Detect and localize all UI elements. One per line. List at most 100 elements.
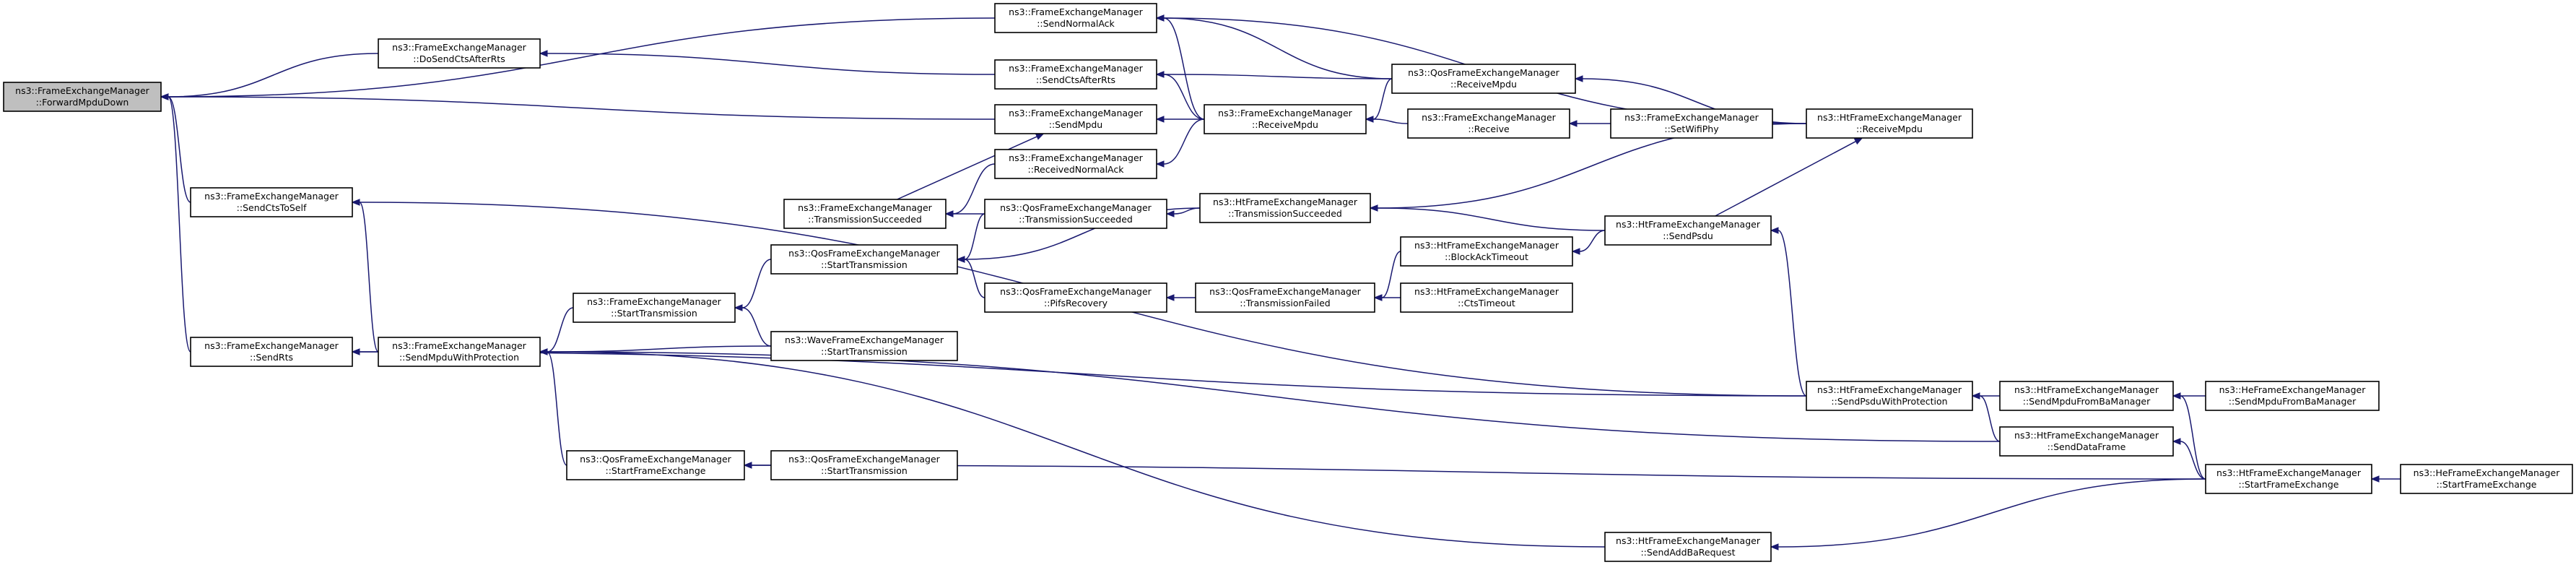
edge-q-recv-mpdu-to-f-recv-mpdu	[1365, 78, 1393, 123]
node-method-label: ::StartTransmission	[821, 465, 908, 476]
node-h-start-fe[interactable]: ns3::HtFrameExchangeManager::StartFrameE…	[2205, 464, 2372, 494]
node-h-recv-mpdu[interactable]: ns3::HtFrameExchangeManager::ReceiveMpdu	[1806, 108, 1973, 139]
arrowhead-icon	[539, 348, 548, 355]
arrowhead-icon	[351, 348, 360, 355]
node-box	[994, 149, 1157, 179]
node-fwd[interactable]: ns3::FrameExchangeManager::ForwardMpduDo…	[3, 82, 162, 112]
node-f-recv-mpdu[interactable]: ns3::FrameExchangeManager::ReceiveMpdu	[1204, 104, 1367, 134]
node-class-label: ns3::FrameExchangeManager	[1422, 112, 1556, 123]
node-method-label: ::StartFrameExchange	[2437, 479, 2537, 490]
node-w-start-tx[interactable]: ns3::WaveFrameExchangeManager::StartTran…	[770, 331, 958, 361]
node-class-label: ns3::FrameExchangeManager	[1009, 152, 1143, 163]
node-method-label: ::TransmissionSucceeded	[1228, 208, 1342, 219]
arrowhead-icon	[2370, 475, 2380, 483]
edge-line	[547, 307, 574, 353]
arrowhead-icon	[1571, 248, 1580, 255]
node-h-send-psdu-with-prot[interactable]: ns3::HtFrameExchangeManager::SendPsduWit…	[1806, 381, 1973, 411]
node-q-start-fe[interactable]: ns3::QosFrameExchangeManager::StartFrame…	[566, 450, 745, 480]
node-q-tx-succ[interactable]: ns3::QosFrameExchangeManager::Transmissi…	[984, 199, 1167, 229]
edge-line	[1715, 141, 1856, 217]
edge-h-send-data-frame-to-send-mpdu-with-prot	[539, 348, 2001, 442]
node-q-pifs[interactable]: ns3::QosFrameExchangeManager::PifsRecove…	[984, 282, 1167, 313]
node-class-label: ns3::HtFrameExchangeManager	[2216, 467, 2362, 478]
edge-send-mpdu-to-fwd	[160, 93, 996, 120]
node-class-label: ns3::HtFrameExchangeManager	[1414, 286, 1559, 297]
edge-q-tx-succ-to-f-tx-succ	[944, 210, 985, 217]
edge-line	[167, 17, 996, 98]
node-box	[1400, 282, 1573, 313]
node-f-tx-succ[interactable]: ns3::FrameExchangeManager::TransmissionS…	[783, 199, 947, 229]
edge-line	[2180, 395, 2206, 480]
arrowhead-icon	[743, 462, 752, 469]
function-nodes: ns3::FrameExchangeManager::ForwardMpduDo…	[3, 3, 2573, 562]
edge-line	[897, 136, 1037, 200]
node-box	[378, 337, 541, 367]
edge-q-pifs-to-q-start-tx	[956, 256, 985, 298]
node-h-tx-succ[interactable]: ns3::HtFrameExchangeManager::Transmissio…	[1199, 193, 1371, 223]
node-method-label: ::SendPsdu	[1663, 230, 1713, 241]
node-method-label: ::SendMpduWithProtection	[399, 352, 519, 363]
node-f-start-tx[interactable]: ns3::FrameExchangeManager::StartTransmis…	[573, 293, 736, 323]
node-he-send-mpdu-from-ba[interactable]: ns3::HeFrameExchangeManager::SendMpduFro…	[2205, 381, 2380, 411]
edge-h-send-add-ba-to-send-mpdu-with-prot	[539, 348, 1606, 548]
arrowhead-icon	[1155, 14, 1165, 22]
edge-line	[964, 213, 985, 260]
node-box	[984, 199, 1167, 229]
node-send-cts-after-rts[interactable]: ns3::FrameExchangeManager::SendCtsAfterR…	[994, 59, 1157, 90]
node-send-mpdu-with-prot[interactable]: ns3::FrameExchangeManager::SendMpduWithP…	[378, 337, 541, 367]
edge-line	[2180, 441, 2206, 480]
node-h-send-mpdu-from-ba[interactable]: ns3::HtFrameExchangeManager::SendMpduFro…	[1999, 381, 2174, 411]
node-q-tx-fail[interactable]: ns3::QosFrameExchangeManager::Transmissi…	[1195, 282, 1375, 313]
node-h-send-psdu[interactable]: ns3::HtFrameExchangeManager::SendPsdu	[1604, 215, 1772, 246]
arrowhead-icon	[1365, 116, 1374, 123]
node-box	[1204, 104, 1367, 134]
node-send-rts[interactable]: ns3::FrameExchangeManager::SendRts	[190, 337, 353, 367]
node-box	[1610, 108, 1773, 139]
node-box	[1195, 282, 1375, 313]
node-f-receive[interactable]: ns3::FrameExchangeManager::Receive	[1407, 108, 1570, 139]
arrowhead-icon	[956, 256, 965, 263]
edge-line	[952, 163, 996, 215]
node-h-send-data-frame[interactable]: ns3::HtFrameExchangeManager::SendDataFra…	[1999, 426, 2174, 457]
node-q-start-tx2[interactable]: ns3::QosFrameExchangeManager::StartTrans…	[770, 450, 958, 480]
node-do-send-cts[interactable]: ns3::FrameExchangeManager::DoSendCtsAfte…	[378, 38, 541, 69]
node-h-cts-timeout[interactable]: ns3::HtFrameExchangeManager::CtsTimeout	[1400, 282, 1573, 313]
node-method-label: ::SendMpduFromBaManager	[2229, 396, 2357, 407]
node-box	[190, 187, 353, 217]
node-send-normal-ack[interactable]: ns3::FrameExchangeManager::SendNormalAck	[994, 3, 1157, 33]
node-box	[2400, 464, 2573, 494]
node-method-label: ::SendMpdu	[1049, 119, 1102, 130]
node-method-label: ::SendCtsToSelf	[237, 202, 307, 213]
edge-line	[1163, 17, 1205, 120]
node-set-wifi-phy[interactable]: ns3::FrameExchangeManager::SetWifiPhy	[1610, 108, 1773, 139]
node-box	[1604, 532, 1772, 562]
edge-line	[1163, 74, 1205, 120]
node-h-ba-timeout[interactable]: ns3::HtFrameExchangeManager::BlockAckTim…	[1400, 236, 1573, 267]
node-method-label: ::DoSendCtsAfterRts	[413, 53, 505, 64]
node-received-normal-ack[interactable]: ns3::FrameExchangeManager::ReceivedNorma…	[994, 149, 1157, 179]
node-class-label: ns3::QosFrameExchangeManager	[1209, 286, 1361, 297]
edge-f-recv-mpdu-to-send-cts-after-rts	[1155, 71, 1205, 120]
edge-line	[1163, 17, 1393, 79]
node-class-label: ns3::HtFrameExchangeManager	[1616, 219, 1761, 230]
node-box	[1999, 426, 2174, 457]
node-class-label: ns3::FrameExchangeManager	[1009, 63, 1143, 74]
edge-line	[1979, 395, 2001, 442]
node-method-label: ::TransmissionFailed	[1240, 298, 1330, 308]
arrowhead-icon	[539, 50, 548, 57]
node-send-mpdu[interactable]: ns3::FrameExchangeManager::SendMpdu	[994, 104, 1157, 134]
node-method-label: ::TransmissionSucceeded	[1019, 214, 1133, 225]
edge-line	[741, 307, 772, 347]
node-h-send-add-ba[interactable]: ns3::HtFrameExchangeManager::SendAddBaRe…	[1604, 532, 1772, 562]
node-class-label: ns3::QosFrameExchangeManager	[788, 248, 940, 259]
node-box	[994, 3, 1157, 33]
node-send-cts-to-self[interactable]: ns3::FrameExchangeManager::SendCtsToSelf	[190, 187, 353, 217]
node-q-recv-mpdu[interactable]: ns3::QosFrameExchangeManager::ReceiveMpd…	[1391, 64, 1576, 94]
edge-send-mpdu-with-prot-to-send-cts-to-self	[351, 199, 379, 353]
node-box	[1999, 381, 2174, 411]
node-he-start-fe[interactable]: ns3::HeFrameExchangeManager::StartFrameE…	[2400, 464, 2573, 494]
edge-line	[167, 96, 191, 353]
node-class-label: ns3::FrameExchangeManager	[798, 202, 932, 213]
edge-line	[1777, 230, 1807, 397]
node-q-start-tx[interactable]: ns3::QosFrameExchangeManager::StartTrans…	[770, 244, 958, 275]
